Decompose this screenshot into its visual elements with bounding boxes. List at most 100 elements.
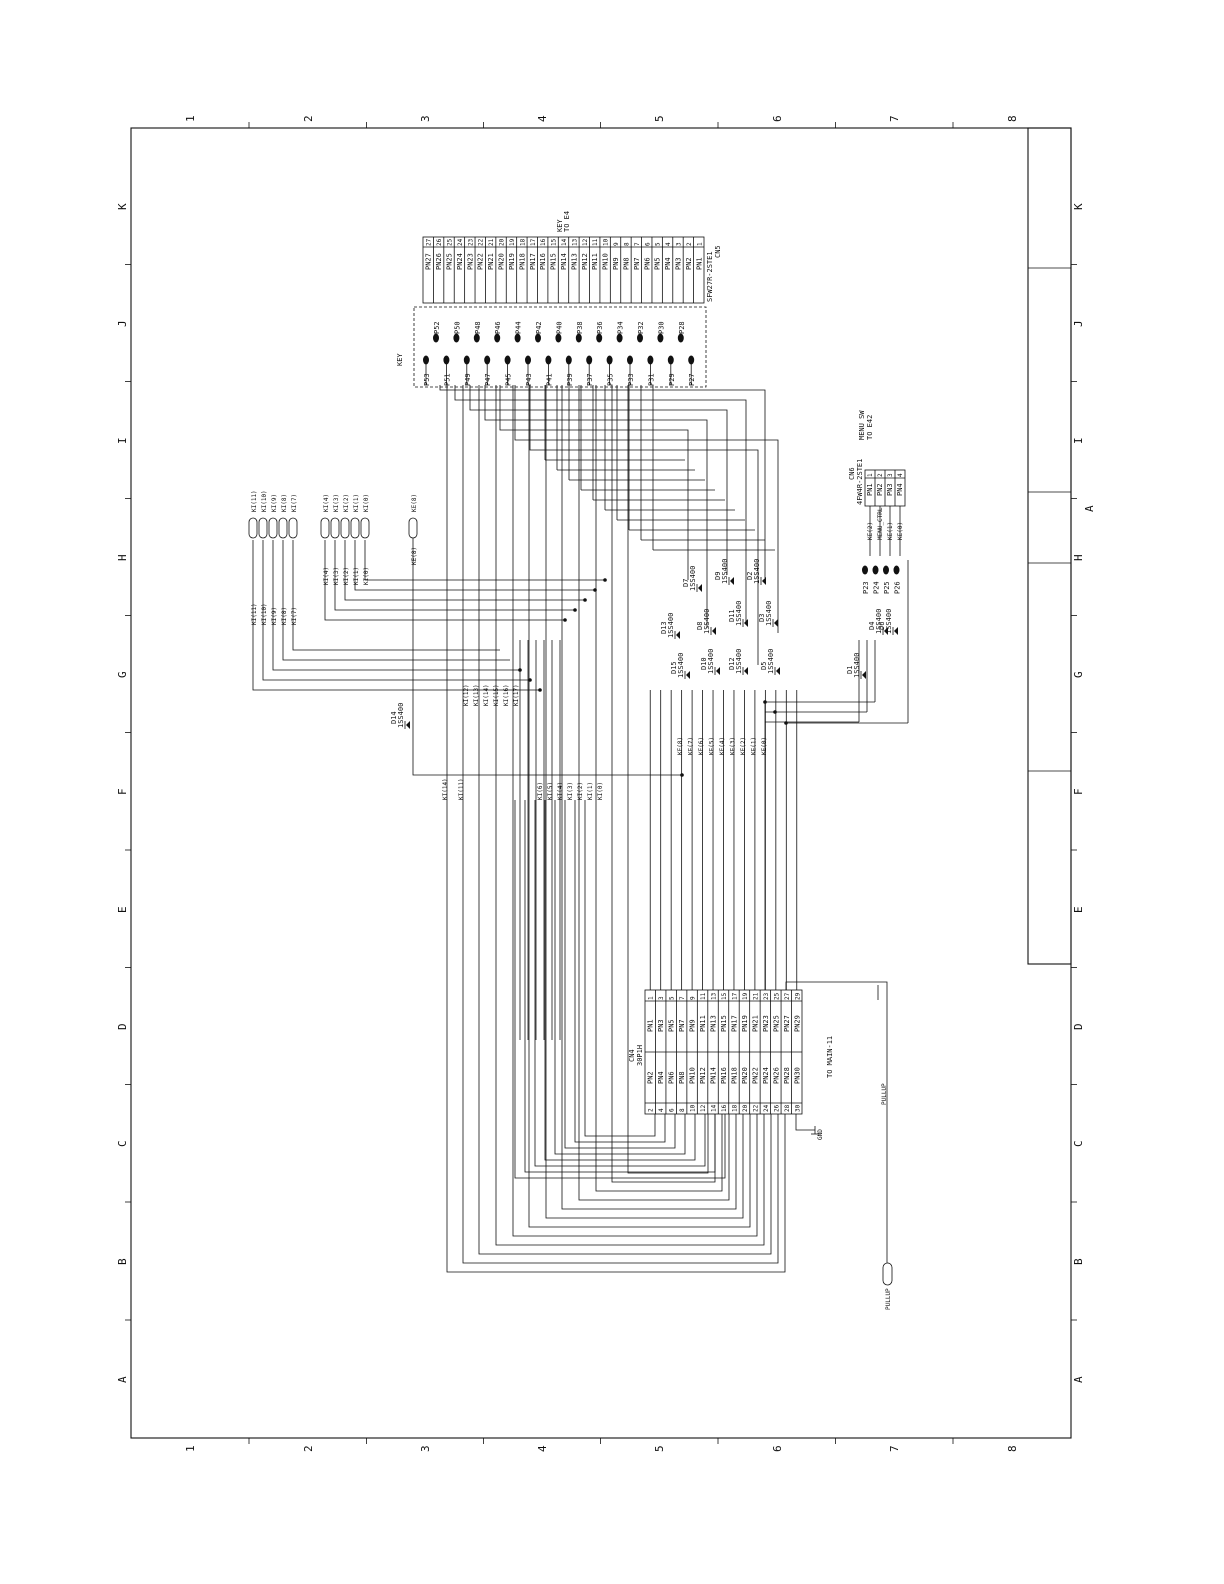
- zone-row-left-E: E: [116, 906, 129, 913]
- cn4-even-pin-name: PN30: [793, 1067, 801, 1084]
- pad-right-label: P50: [453, 321, 461, 334]
- ke-row-label: KE(0): [761, 737, 768, 755]
- diode-symbol: [686, 671, 690, 679]
- pad-block-outline: [413, 306, 707, 388]
- zone-row-right-G: G: [1072, 671, 1085, 678]
- pad-dot: [535, 333, 541, 343]
- cn6-ref: CN6: [848, 467, 856, 480]
- diode-part: 1SS400: [753, 559, 761, 584]
- diode-ref: D11: [728, 609, 736, 622]
- cn5-pin-number: 25: [447, 238, 454, 246]
- wire: [462, 385, 779, 1264]
- diode-symbol: [716, 667, 720, 675]
- pad-dot: [586, 355, 593, 365]
- cn4-even-pin-number: 8: [679, 1108, 686, 1112]
- wire: [528, 385, 751, 1228]
- zone-row-right-E: E: [1072, 906, 1085, 913]
- cn5-pin-name: PN14: [560, 253, 568, 270]
- pad-dot: [443, 355, 450, 365]
- wire: [272, 540, 520, 671]
- cn6-pin-name: PN3: [886, 483, 894, 496]
- zone-col-bottom-7: 7: [888, 1445, 901, 1452]
- cn4-odd-pin-number: 25: [773, 992, 780, 1000]
- cn5-pin-name: PN24: [456, 253, 464, 270]
- cn5-pin-number: 8: [623, 242, 630, 246]
- cn4-odd-pin-number: 19: [742, 992, 749, 1000]
- cn4-ref: CN4: [628, 1049, 636, 1062]
- cn5-pin-name: PN22: [477, 253, 485, 270]
- ki-terminal: [268, 517, 278, 539]
- cn4-even-pin-name: PN14: [710, 1067, 718, 1084]
- pad-right-label: P30: [657, 321, 665, 334]
- ki-terminal: [258, 517, 268, 539]
- cn4-even-pin-name: PN20: [741, 1067, 749, 1084]
- connector-cn6: 1PN1KE(2)2PN2MENU_CTRL3PN3KE(1)4PN4KE(0)…: [848, 410, 906, 594]
- diode-symbol: [744, 667, 748, 675]
- ki-bottom-left-label: KI(14): [442, 778, 449, 800]
- pad-dot: [688, 355, 695, 365]
- ki-bottom-mid-label: KI(3): [567, 782, 574, 800]
- cn5-pin-number: 20: [499, 238, 506, 246]
- wire: [469, 385, 728, 575]
- cn5-pin-name: PN16: [539, 253, 547, 270]
- diode-part: 1SS400: [875, 609, 883, 634]
- zone-col-top-1: 1: [184, 115, 197, 122]
- ki-terminal: [330, 517, 340, 539]
- cn4-even-pin-number: 30: [794, 1104, 801, 1112]
- pad-right-label: P44: [515, 321, 523, 334]
- cn4-odd-pin-name: PN23: [762, 1015, 770, 1032]
- cn5-pin-name: PN20: [498, 253, 506, 270]
- wire: [334, 540, 575, 611]
- ki-group2-label: KI(3): [333, 494, 340, 512]
- cn4-odd-pin-number: 21: [752, 992, 759, 1000]
- cn5-pin-number: 3: [675, 242, 682, 246]
- ki-bottom-mid-label: KI(4): [557, 782, 564, 800]
- diode-part: 1SS400: [707, 649, 715, 674]
- pad-block-tag: KEY: [396, 353, 404, 366]
- ki-row-label: KI(14): [483, 684, 490, 706]
- zone-row-right-J: J: [1072, 320, 1085, 327]
- pad-left-label: P35: [607, 373, 615, 386]
- cn5-pin-number: 7: [634, 242, 641, 246]
- cn6-part-number: 4FW4R-2STE1: [856, 459, 864, 505]
- zone-col-top-6: 6: [771, 115, 784, 122]
- ki-group2-net: KI(0): [363, 567, 370, 585]
- diode-symbol: [676, 631, 680, 639]
- pad-dot: [463, 355, 470, 365]
- ki-group2-net: KI(1): [353, 567, 360, 585]
- junction-dot: [603, 578, 607, 582]
- junction-dot: [773, 710, 777, 714]
- pad-dot: [473, 333, 480, 343]
- wire: [478, 385, 772, 1255]
- cn5-ref: CN5: [714, 245, 722, 258]
- pad-right-label: P32: [637, 321, 645, 334]
- cn5-pin-number: 24: [457, 238, 464, 246]
- ki-group1-label: KI(9): [271, 494, 278, 512]
- cn4-odd-pin-name: PN7: [678, 1019, 686, 1032]
- cn4-odd-pin-name: PN9: [689, 1019, 697, 1032]
- cn5-pin-name: PN21: [487, 253, 495, 270]
- cn5-pin-number: 13: [571, 238, 578, 246]
- wiring: [252, 364, 909, 1273]
- title-block: A: [1027, 127, 1096, 965]
- cn4-odd-pin-number: 29: [794, 992, 801, 1000]
- cn4-even-pin-name: PN28: [783, 1067, 791, 1084]
- wire: [324, 540, 565, 621]
- pad-dot: [627, 355, 633, 365]
- pad-dot: [565, 355, 572, 365]
- cn5-pin-name: PN27: [425, 253, 433, 270]
- ki-terminal: [248, 517, 258, 539]
- zone-col-bottom-5: 5: [653, 1445, 666, 1452]
- cn4-odd-pin-name: PN15: [720, 1015, 728, 1032]
- diode-ref: D8: [696, 622, 704, 630]
- ki-bottom-mid-label: KI(6): [537, 782, 544, 800]
- diode-part: 1SS400: [667, 613, 675, 638]
- cn5-pin-number: 1: [696, 242, 703, 246]
- pad-left-label: P41: [545, 373, 553, 386]
- zone-col-bottom-2: 2: [302, 1445, 315, 1452]
- ki-group2-label: KI(0): [363, 494, 370, 512]
- pad-dot: [647, 355, 654, 365]
- cn5-pin-name: PN2: [685, 257, 693, 270]
- cn4-odd-pin-number: 15: [721, 992, 728, 1000]
